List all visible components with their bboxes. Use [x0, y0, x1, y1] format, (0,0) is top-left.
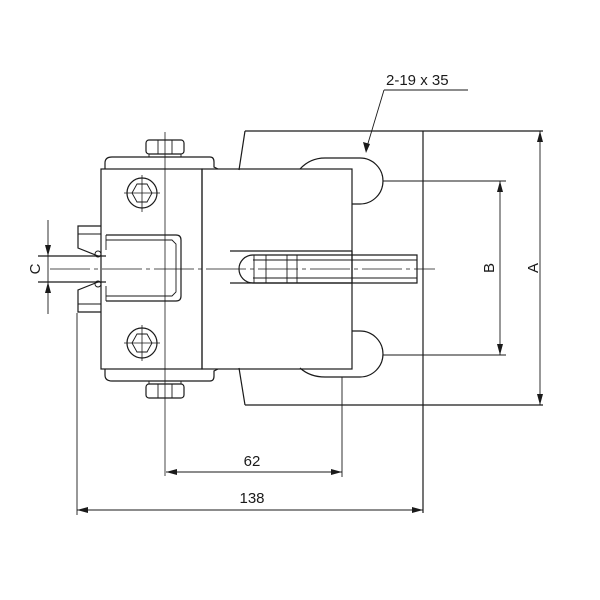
mounting-slot-bottom — [299, 330, 384, 378]
dimension-138-label: 138 — [239, 490, 264, 507]
bolt-head-top-left — [124, 175, 160, 212]
dimension-c: C — [27, 220, 51, 314]
slot-callout-label: 2-19 x 35 — [386, 72, 449, 89]
dimension-62-label: 62 — [244, 453, 261, 470]
slot-callout: 2-19 x 35 — [363, 72, 468, 153]
dimension-c-label: C — [27, 263, 44, 274]
dimension-a-label: A — [525, 263, 542, 273]
dimension-138: 138 — [76, 313, 423, 515]
center-lines — [50, 132, 435, 476]
dimension-62: 62 — [166, 377, 343, 477]
dimension-b-label: B — [481, 263, 498, 273]
base-plate — [238, 130, 543, 513]
mounting-slot-top — [299, 157, 384, 205]
dimension-b: B — [383, 180, 506, 356]
dimension-a: A — [525, 131, 543, 405]
shaft — [38, 225, 106, 313]
bolt-head-bottom-left — [124, 325, 160, 361]
